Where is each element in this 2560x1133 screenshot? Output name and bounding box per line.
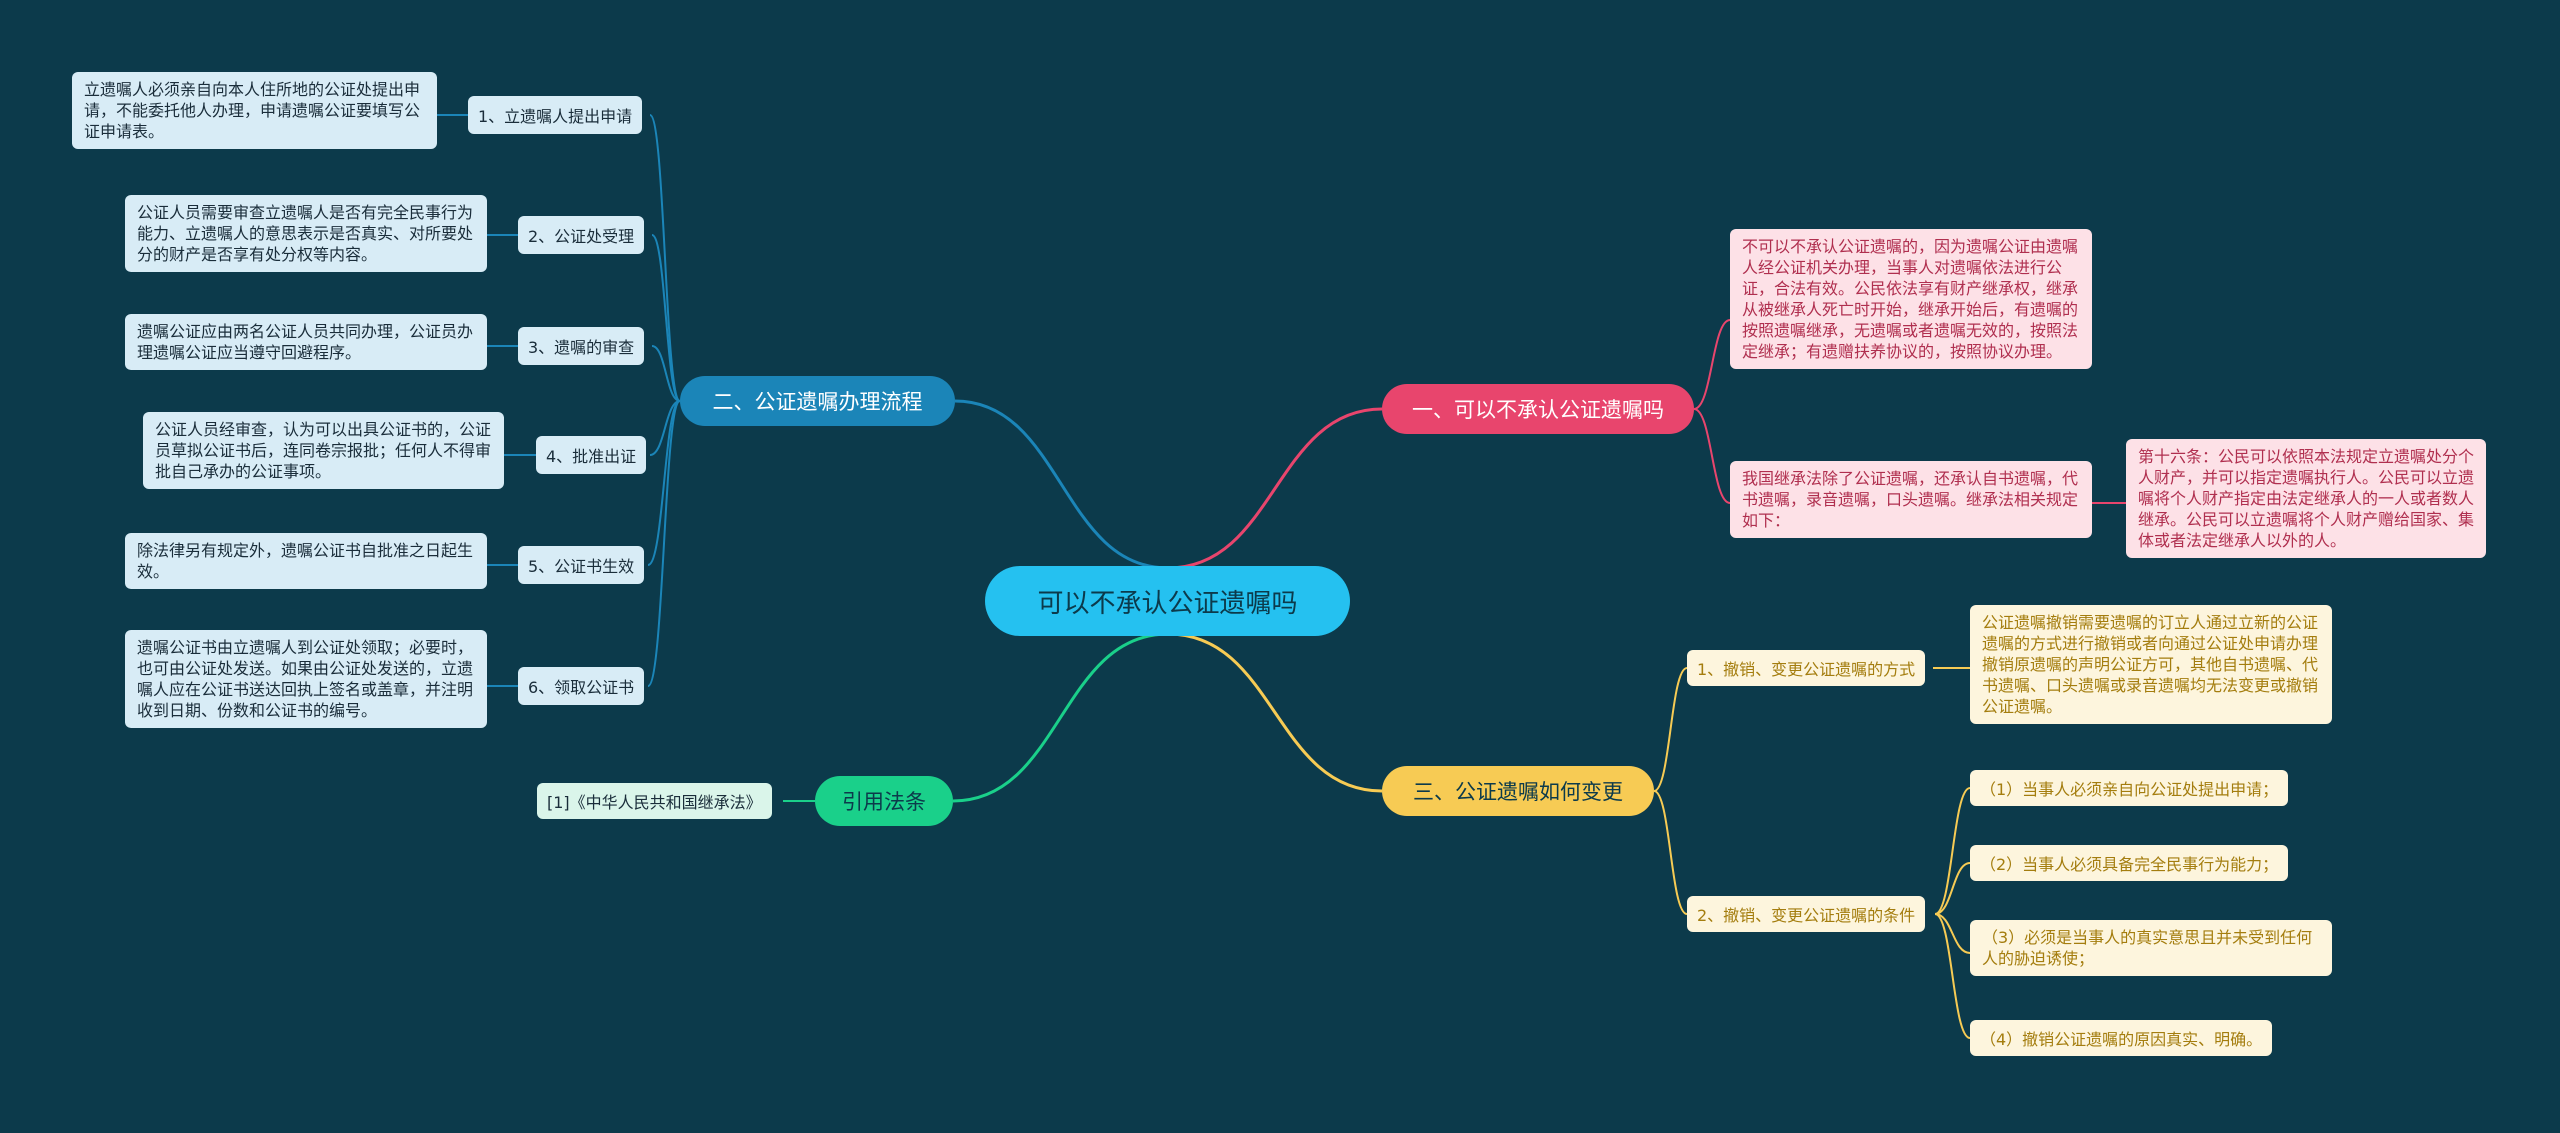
link-center-procedure [954,399,1169,570]
link-change-method [1653,667,1688,792]
article-16-text: 第十六条：公民可以依照本法规定立遗嘱处分个人财产，并可以指定遗嘱执行人。公民可以… [2126,439,2486,558]
link-procedure-step-5 [647,400,681,566]
link-can-refuse-answer [1693,319,1731,410]
link-procedure-step-4 [649,400,681,456]
procedure-step-5-text: 除法律另有规定外，遗嘱公证书自批准之日起生效。 [125,533,487,589]
procedure-step-4-label[interactable]: 4、批准出证 [536,436,647,474]
change-method-label[interactable]: 1、撤销、变更公证遗嘱的方式 [1687,650,1926,686]
link-condition-4 [1934,913,1971,1039]
link-change-conditions [1653,790,1688,915]
branch-can-refuse[interactable]: 一、可以不承认公证遗嘱吗 [1382,384,1694,434]
procedure-step-3-text: 遗嘱公证应由两名公证人员共同办理，公证员办理遗嘱公证应当遵守回避程序。 [125,314,487,370]
branch-how-to-change[interactable]: 三、公证遗嘱如何变更 [1382,766,1654,816]
link-procedure-step-1 [649,114,681,402]
condition-item-4: （4）撤销公证遗嘱的原因真实、明确。 [1970,1020,2273,1056]
inheritance-law-text: 我国继承法除了公证遗嘱，还承认自书遗嘱，代书遗嘱，录音遗嘱，口头遗嘱。继承法相关… [1730,461,2092,538]
procedure-step-2-label[interactable]: 2、公证处受理 [518,216,645,254]
link-center-cited-law [952,632,1169,803]
procedure-step-6-label[interactable]: 6、领取公证书 [518,667,645,705]
branch-cited-law[interactable]: 引用法条 [815,776,953,826]
link-condition-2 [1934,862,1971,915]
procedure-step-3-label[interactable]: 3、遗嘱的审查 [518,327,645,365]
condition-item-1: （1）当事人必须亲自向公证处提出申请； [1970,770,2289,806]
procedure-step-5-label[interactable]: 5、公证书生效 [518,546,645,584]
procedure-step-4-text: 公证人员经审查，认为可以出具公证书的，公证员草拟公证书后，连同卷宗报批；任何人不… [143,412,504,489]
can-refuse-answer-text: 不可以不承认公证遗嘱的，因为遗嘱公证由遗嘱人经公证机关办理，当事人对遗嘱依法进行… [1730,229,2092,369]
link-can-refuse-law [1693,408,1731,504]
procedure-step-1-label[interactable]: 1、立遗嘱人提出申请 [468,96,643,134]
procedure-step-6-text: 遗嘱公证书由立遗嘱人到公证处领取；必要时，也可由公证处发送。如果由公证处发送的，… [125,630,487,728]
link-condition-1 [1934,787,1971,915]
central-topic[interactable]: 可以不承认公证遗嘱吗 [985,566,1350,636]
link-procedure-step-2 [651,234,681,402]
link-procedure-step-3 [651,345,681,402]
link-procedure-step-6 [647,400,681,687]
branch-procedure[interactable]: 二、公证遗嘱办理流程 [680,376,955,426]
condition-item-2: （2）当事人必须具备完全民事行为能力； [1970,845,2289,881]
link-center-how-to-change [1167,632,1383,793]
link-center-can-refuse [1167,407,1383,570]
condition-item-3: （3）必须是当事人的真实意思且并未受到任何人的胁迫诱使； [1970,920,2332,976]
link-condition-3 [1934,913,1971,954]
cited-law-item[interactable]: [1]《中华人民共和国继承法》 [537,783,772,819]
procedure-step-1-text: 立遗嘱人必须亲自向本人住所地的公证处提出申请，不能委托他人办理，申请遗嘱公证要填… [72,72,437,149]
procedure-step-2-text: 公证人员需要审查立遗嘱人是否有完全民事行为能力、立遗嘱人的意思表示是否真实、对所… [125,195,487,272]
change-conditions-label[interactable]: 2、撤销、变更公证遗嘱的条件 [1687,896,1926,932]
change-method-text: 公证遗嘱撤销需要遗嘱的订立人通过立新的公证遗嘱的方式进行撤销或者向通过公证处申请… [1970,605,2332,724]
